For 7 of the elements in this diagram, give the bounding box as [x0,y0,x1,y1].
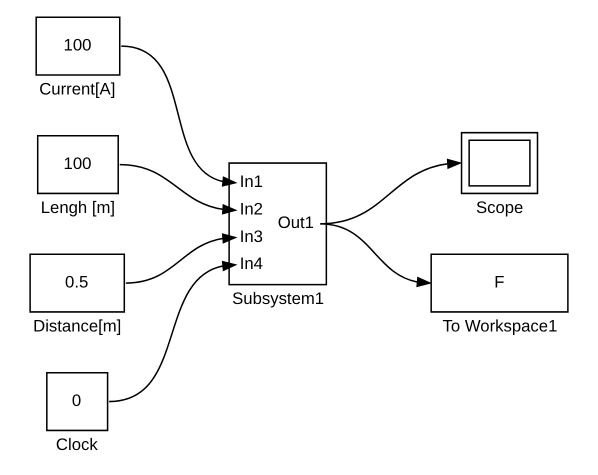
node-label: Distance[m] [33,316,122,336]
node-label: Subsystem1 [232,289,324,308]
node-label: To Workspace1 [442,316,558,336]
node-label: Current[A] [39,79,116,98]
node-label: Scope [476,198,524,217]
node-label: Clock [56,434,98,454]
node-label: Lengh [m] [40,198,116,217]
